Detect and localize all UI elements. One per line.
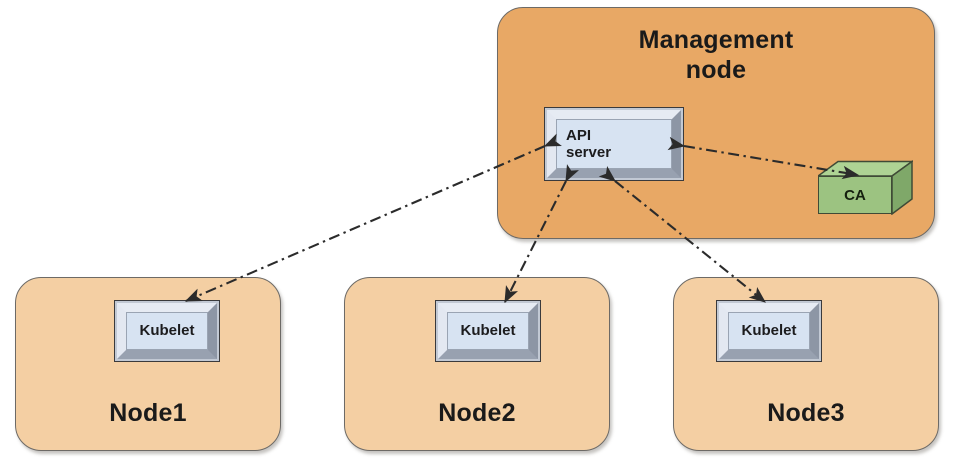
ca-box-front: CA — [818, 176, 892, 214]
api-server-box[interactable]: API server — [544, 107, 684, 181]
kubelet-box-node3[interactable]: Kubelet — [716, 300, 822, 362]
kubelet-label-node2: Kubelet — [460, 322, 516, 340]
worker-node-label-node3: Node3 — [767, 398, 845, 427]
kubelet-bevel-node1: Kubelet — [117, 303, 217, 359]
kubelet-label-node3: Kubelet — [741, 322, 797, 340]
api-server-bevel: API server — [547, 110, 681, 178]
ca-box[interactable]: CA — [818, 160, 913, 216]
api-server-face: API server — [556, 119, 672, 169]
kubelet-bevel-node3: Kubelet — [719, 303, 819, 359]
kubelet-face-node2: Kubelet — [447, 312, 529, 350]
worker-node-label-node1: Node1 — [109, 398, 187, 427]
kubelet-box-node1[interactable]: Kubelet — [114, 300, 220, 362]
ca-label: CA — [844, 186, 866, 204]
kubelet-label-node1: Kubelet — [139, 322, 195, 340]
kubelet-face-node3: Kubelet — [728, 312, 810, 350]
api-server-label: API server — [566, 126, 612, 161]
kubelet-box-node2[interactable]: Kubelet — [435, 300, 541, 362]
worker-node-label-node2: Node2 — [438, 398, 516, 427]
kubelet-face-node1: Kubelet — [126, 312, 208, 350]
kubelet-bevel-node2: Kubelet — [438, 303, 538, 359]
